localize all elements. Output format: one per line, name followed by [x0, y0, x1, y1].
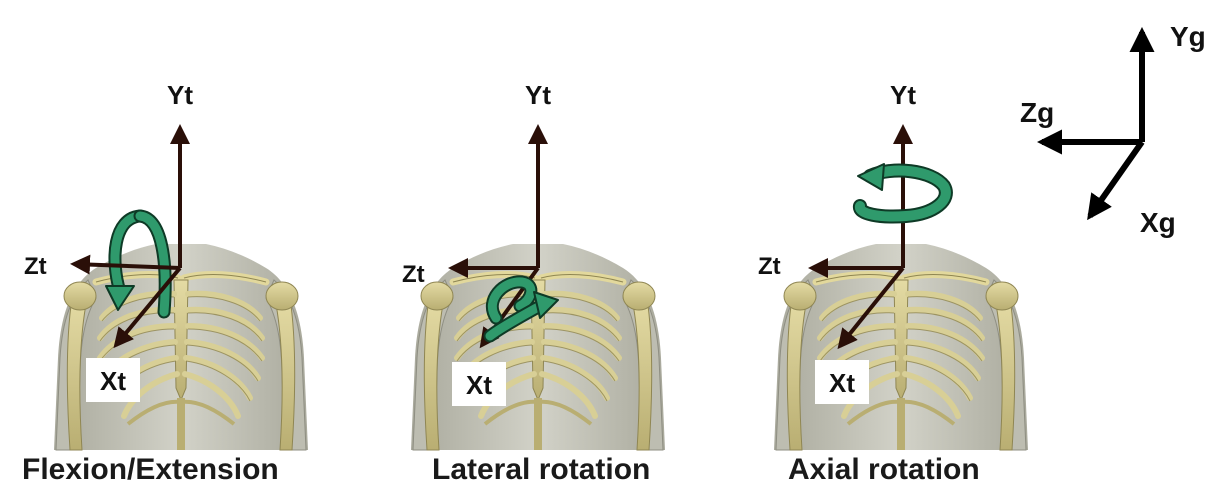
panel-axial-rotation: Yt Zt Xt — [758, 80, 1028, 450]
x-axis-label: Xt — [466, 370, 492, 400]
torso-skeleton-illustration — [774, 244, 1028, 450]
global-x-axis-arrow — [1090, 142, 1142, 216]
y-axis-label: Yt — [890, 80, 916, 110]
caption-flexion-extension: Flexion/Extension — [22, 452, 279, 488]
torso-skeleton-illustration — [411, 244, 665, 450]
caption-axial-rotation: Axial rotation — [788, 452, 980, 488]
x-axis-label: Xt — [100, 366, 126, 396]
caption-lateral-rotation: Lateral rotation — [432, 452, 650, 488]
global-y-axis-label: Yg — [1170, 21, 1206, 52]
torso-skeleton-illustration — [54, 244, 308, 450]
panel-flexion-extension: Yt Zt Xt — [24, 80, 308, 450]
z-axis-label: Zt — [758, 253, 781, 280]
z-axis-label: Zt — [402, 261, 425, 288]
y-axis-label: Yt — [525, 80, 551, 110]
global-z-axis-label: Zg — [1020, 97, 1054, 128]
global-axes: Yg Zg Xg — [1020, 21, 1206, 238]
x-axis-label: Xt — [829, 368, 855, 398]
y-axis-label: Yt — [167, 80, 193, 110]
panel-lateral-rotation: Yt Zt Xt — [402, 80, 665, 450]
z-axis-label: Zt — [24, 253, 47, 280]
global-x-axis-label: Xg — [1140, 207, 1176, 238]
